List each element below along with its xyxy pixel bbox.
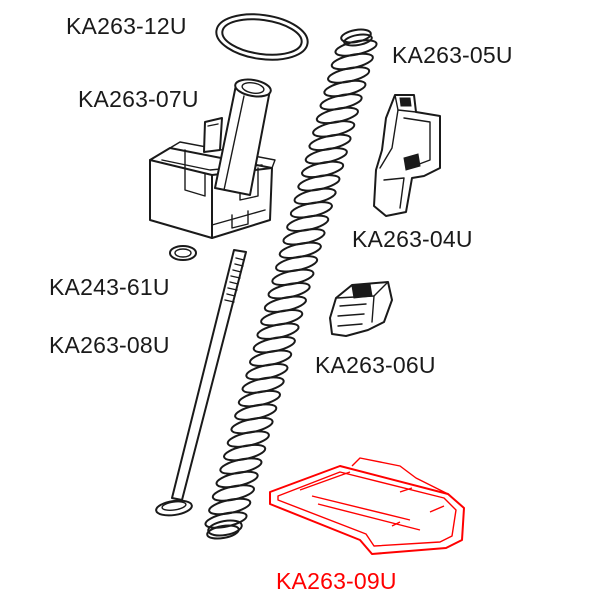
label-spring: KA263-05U	[392, 42, 513, 68]
label-large-oring: KA263-12U	[66, 13, 187, 39]
small-oring-part	[169, 245, 197, 261]
large-oring-part	[215, 13, 309, 61]
valve-shell-part	[373, 94, 441, 217]
label-valve-shell: KA263-04U	[352, 226, 473, 252]
follower-part	[329, 281, 393, 337]
label-feed-lip: KA263-07U	[78, 86, 199, 112]
label-rod: KA263-08U	[49, 332, 170, 358]
label-baseplate: KA263-09U	[276, 568, 397, 594]
label-follower: KA263-06U	[315, 352, 436, 378]
rod-part	[155, 249, 247, 517]
label-small-oring: KA243-61U	[49, 274, 170, 300]
magazine-spring-part	[204, 28, 378, 540]
feed-lip-part	[149, 78, 276, 239]
baseplate-part	[269, 457, 465, 555]
